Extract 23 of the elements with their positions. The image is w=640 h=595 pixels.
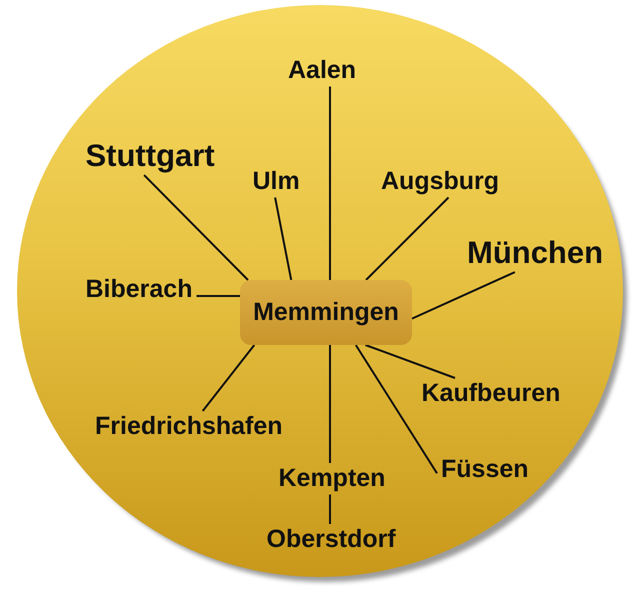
place-name: Aalen [284,55,360,86]
connector-line [274,197,292,280]
connector-line [354,344,438,474]
connector-line [196,295,240,297]
place-name: Stuttgart [82,137,219,176]
connector-line [412,271,516,320]
center-box: Memmingen [240,280,412,345]
connector-line [329,494,331,524]
connector-line [202,344,256,412]
place-name: Kaufbeuren [418,378,564,410]
connector-line [365,344,456,379]
place-name: Kempten [274,463,390,494]
place-name: Augsburg [377,166,504,198]
place-name: Friedrichshafen [91,411,287,442]
connector-line [365,196,450,281]
connector-line [329,345,331,463]
place-name: München [463,234,608,272]
place-name: Ulm [248,166,304,198]
connector-line [143,174,249,281]
connector-line [329,86,331,280]
place-name: Füssen [437,454,533,486]
place-name: Biberach [82,274,196,306]
place-name: Oberstdorf [262,524,400,556]
